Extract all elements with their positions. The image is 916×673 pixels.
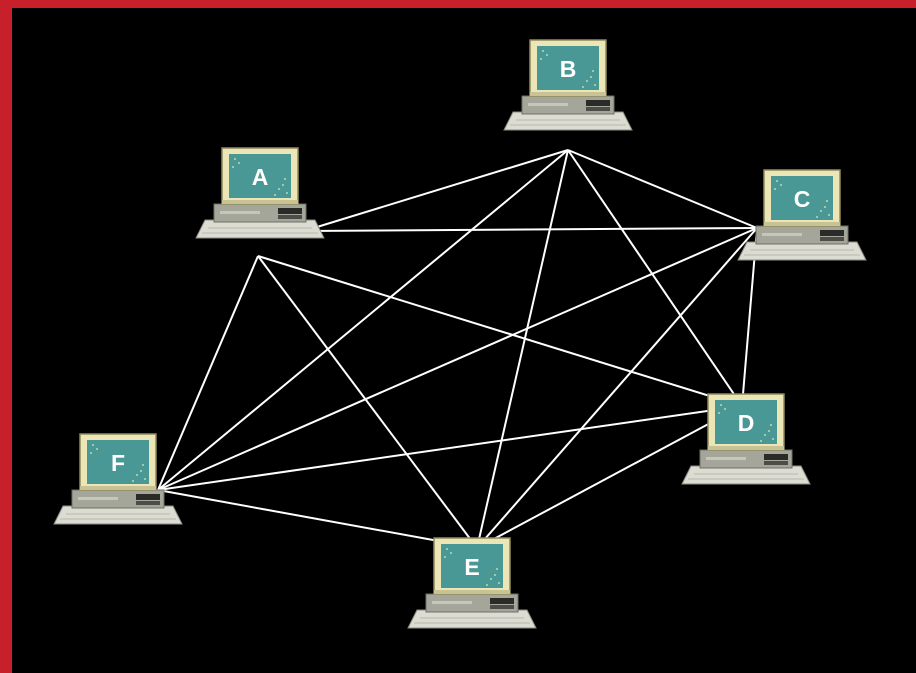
nodes-layer: A B C D E F bbox=[53, 39, 867, 629]
link-A-B bbox=[303, 149, 569, 232]
desktop-computer-icon bbox=[53, 433, 183, 525]
link-B-C bbox=[567, 149, 758, 229]
desktop-computer-icon bbox=[503, 39, 633, 131]
desktop-computer-icon bbox=[737, 169, 867, 261]
computer-node-c: C bbox=[737, 169, 867, 261]
link-D-E bbox=[476, 405, 743, 549]
desktop-computer-icon bbox=[407, 537, 537, 629]
link-C-F bbox=[157, 227, 758, 491]
link-E-F bbox=[157, 489, 478, 549]
link-B-F bbox=[157, 149, 569, 491]
computer-node-e: E bbox=[407, 537, 537, 629]
link-B-E bbox=[476, 149, 569, 549]
computer-node-a: A bbox=[195, 147, 325, 239]
node-label-c: C bbox=[794, 186, 811, 212]
node-label-f: F bbox=[111, 450, 125, 476]
computer-node-b: B bbox=[503, 39, 633, 131]
mesh-network-diagram: A B C D E F bbox=[53, 39, 867, 629]
link-C-E bbox=[476, 227, 758, 549]
link-D-F bbox=[157, 405, 743, 491]
network-diagram-canvas: A B C D E F bbox=[12, 8, 916, 673]
node-label-a: A bbox=[252, 164, 269, 190]
link-A-D bbox=[257, 255, 743, 407]
node-label-b: B bbox=[560, 56, 577, 82]
node-label-d: D bbox=[738, 410, 755, 436]
computer-node-f: F bbox=[53, 433, 183, 525]
computer-node-d: D bbox=[681, 393, 811, 485]
desktop-computer-icon bbox=[195, 147, 325, 239]
link-B-D bbox=[567, 149, 743, 407]
link-A-E bbox=[257, 255, 478, 549]
desktop-computer-icon bbox=[681, 393, 811, 485]
link-A-C bbox=[303, 227, 758, 232]
link-A-F bbox=[157, 255, 259, 491]
node-label-e: E bbox=[464, 554, 479, 580]
links-layer bbox=[157, 149, 758, 549]
